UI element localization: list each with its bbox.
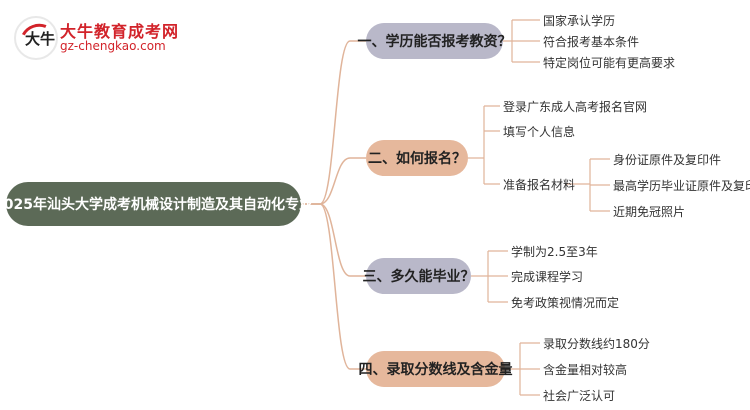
leaf-1-3: 特定岗位可能有更高要求 [543,56,676,70]
root-node: 2025年汕头大学成考机械设计制造及其自动化专业 [0,182,313,226]
logo-url: gz-chengkao.com [60,39,166,53]
leaf-1-1: 国家承认学历 [543,14,616,28]
leaf-2-3-2: 最高学历毕业证原件及复印件 [613,179,750,193]
leaf-3-3: 免考政策视情况而定 [511,296,620,310]
leaf-1-2: 符合报考基本条件 [543,35,640,49]
connector-b2-sub [566,158,610,212]
connector-b1 [503,19,540,63]
branch-3-node: 三、多久能毕业？ [363,258,475,294]
branch-2-node: 二、如何报名？ [366,140,468,176]
leaf-2-1: 登录广东成人高考报名官网 [503,100,648,114]
connector-b2 [468,105,500,185]
leaf-2-3-3: 近期免冠照片 [613,205,686,219]
leaf-2-3: 准备报名材料 [503,178,576,192]
connector-b3 [471,250,508,303]
site-logo[interactable]: 大牛 大牛教育成考网 gz-chengkao.com [14,16,194,62]
leaf-3-1: 学制为2.5至3年 [511,245,598,259]
leaf-2-3-1: 身份证原件及复印件 [613,153,722,167]
leaf-2-2: 填写个人信息 [503,125,576,139]
branch-1-node: 一、学历能否报考教资？ [358,23,512,59]
leaf-4-1: 录取分数线约180分 [543,337,650,351]
connector-root-branch-1 [301,40,366,205]
logo-mark-icon: 大牛 [14,16,61,62]
branch-4-node: 四、录取分数线及含金量 [359,351,513,387]
leaf-4-3: 社会广泛认可 [543,389,616,403]
leaf-4-2: 含金量相对较高 [543,363,628,377]
leaf-3-2: 完成课程学习 [511,270,584,284]
connector-b4 [505,342,540,396]
connector-root-branch-4 [301,203,366,370]
logo-title: 大牛教育成考网 [60,22,180,41]
